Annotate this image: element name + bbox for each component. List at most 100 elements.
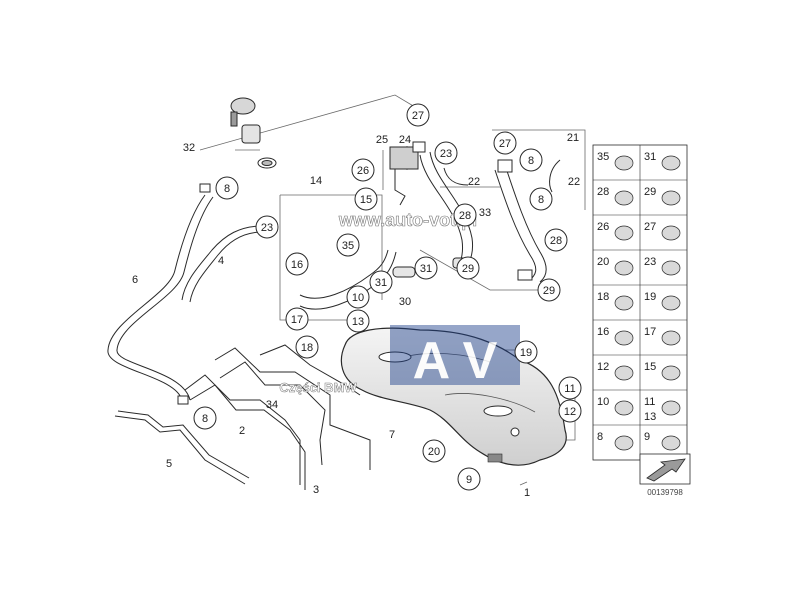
callout-c3: 3 [313, 484, 319, 496]
diagram-number: 00139798 [647, 488, 683, 497]
callout-circle [558, 399, 582, 423]
direction-arrow-icon [639, 453, 691, 485]
callout-c2: 2 [239, 425, 245, 437]
watermark-brand: Części BMW [279, 380, 357, 395]
callout-label: 26 [357, 165, 369, 177]
legend-label-29: 29 [644, 186, 656, 198]
callout-c22b: 22 [568, 176, 580, 188]
fuel-tank [340, 327, 567, 466]
callout-circle [537, 278, 561, 302]
legend-label-10: 10 [597, 396, 609, 408]
callout-label: 8 [528, 155, 534, 167]
callout-label: 5 [166, 458, 172, 470]
callout-c23a: 23 [434, 141, 458, 165]
callout-c29a: 29 [537, 278, 561, 302]
legend-label-17: 17 [644, 326, 656, 338]
legend-part-icon [661, 260, 681, 276]
callout-label: 23 [440, 148, 452, 160]
callout-label: 7 [389, 429, 395, 441]
callout-circle [456, 256, 480, 280]
callout-circle [519, 148, 543, 172]
legend-label-27: 27 [644, 221, 656, 233]
callout-c28a: 28 [453, 203, 477, 227]
legend-part-icon [614, 435, 634, 451]
callout-c7: 7 [389, 429, 395, 441]
callout-circle [406, 103, 430, 127]
callout-c4: 4 [218, 255, 224, 267]
legend-part-icon [661, 365, 681, 381]
callout-label: 2 [239, 425, 245, 437]
callout-circle [354, 187, 378, 211]
callout-c11a: 11 [558, 376, 582, 400]
callout-label: 21 [567, 132, 579, 144]
callout-circle [453, 203, 477, 227]
callout-circle [434, 141, 458, 165]
callout-label: 34 [266, 399, 278, 411]
callout-label: 11 [564, 383, 575, 395]
callout-label: 33 [479, 207, 491, 219]
legend-part-icon [614, 400, 634, 416]
callout-c14: 14 [310, 175, 322, 187]
callout-label: 1 [524, 487, 530, 499]
legend-label-16: 16 [597, 326, 609, 338]
callout-label: 31 [375, 277, 387, 289]
callout-c10a: 10 [346, 285, 370, 309]
callout-circle [493, 131, 517, 155]
callout-c28b: 28 [544, 228, 568, 252]
callout-circle [346, 309, 370, 333]
callout-label: 17 [291, 314, 303, 326]
callout-c19: 19 [514, 340, 538, 364]
callout-label: 32 [183, 142, 195, 154]
callout-c23b: 23 [255, 215, 279, 239]
legend-part-icon [661, 295, 681, 311]
callout-label: 20 [428, 446, 440, 458]
callout-circle [558, 376, 582, 400]
legend-part-icon [614, 365, 634, 381]
callout-label: 27 [412, 110, 424, 122]
callout-circle [346, 285, 370, 309]
callout-label: 28 [550, 235, 562, 247]
callout-circle [336, 233, 360, 257]
callout-label: 15 [360, 194, 372, 206]
callout-c22a: 22 [468, 176, 480, 188]
callout-circle [295, 335, 319, 359]
callout-label: 29 [543, 285, 555, 297]
callout-label: 8 [224, 183, 230, 195]
legend-label-15: 15 [644, 361, 656, 373]
callout-c32: 32 [183, 142, 195, 154]
callout-label: 35 [342, 240, 354, 252]
callout-c15: 15 [354, 187, 378, 211]
callout-label: 30 [399, 296, 411, 308]
callout-label: 18 [301, 342, 313, 354]
legend-label-12: 12 [597, 361, 609, 373]
callout-label: 16 [291, 259, 303, 271]
svg-text:A V: A V [413, 332, 498, 390]
callout-c18a: 18 [295, 335, 319, 359]
legend-part-icon [661, 225, 681, 241]
legend-label-28: 28 [597, 186, 609, 198]
callout-circle [369, 270, 393, 294]
callout-label: 4 [218, 255, 224, 267]
legend-label-31: 31 [644, 151, 656, 163]
callout-c35a: 35 [336, 233, 360, 257]
legend-part-icon [661, 435, 681, 451]
legend-part-icon [614, 330, 634, 346]
callout-c25: 25 [376, 134, 388, 146]
callout-circle [193, 406, 217, 430]
callout-c24: 24 [399, 134, 411, 146]
callout-c34: 34 [266, 399, 278, 411]
callout-c20a: 20 [422, 439, 446, 463]
legend-label-9: 9 [644, 431, 650, 443]
legend-label-35: 35 [597, 151, 609, 163]
callout-label: 31 [420, 263, 432, 275]
callout-c26a: 26 [351, 158, 375, 182]
legend-label-8: 8 [597, 431, 603, 443]
callout-label: 9 [466, 474, 472, 486]
callout-c33: 33 [479, 207, 491, 219]
callout-label: 14 [310, 175, 322, 187]
callout-label: 22 [568, 176, 580, 188]
callout-c30: 30 [399, 296, 411, 308]
